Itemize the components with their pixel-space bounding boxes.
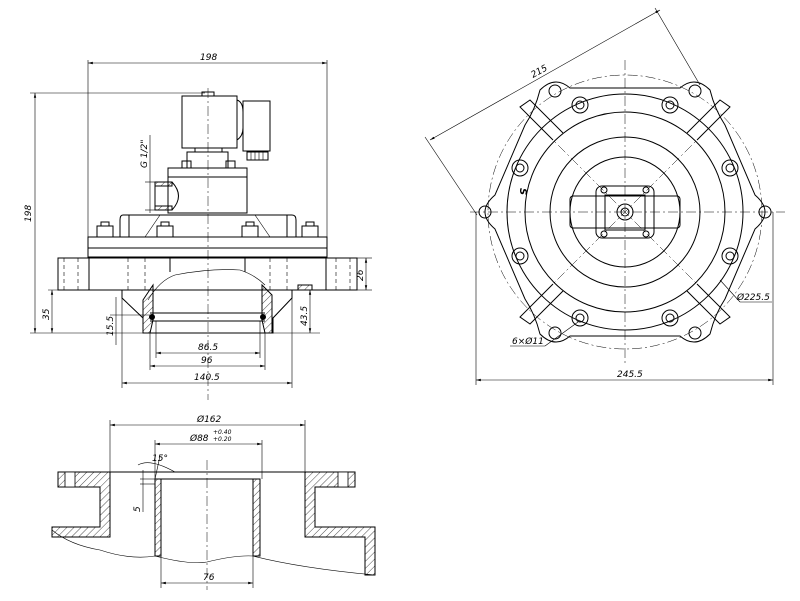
dim-inner: 86.5 <box>198 343 218 353</box>
dim-circle: Ø225.5 <box>736 292 770 303</box>
dim-thread: G 1/2" <box>140 140 150 168</box>
valve-body <box>167 167 248 214</box>
top-view: S 215 Ø225.5 6×Ø11 245.5 <box>424 7 785 385</box>
dim-pipe-inner: 76 <box>203 573 215 583</box>
dim-chamfer: 5 <box>133 506 143 512</box>
dim-groove: 15.5 <box>106 316 116 336</box>
dim-width: 198 <box>200 53 217 63</box>
dim-flange-thickness: 26 <box>356 269 366 281</box>
section-view: Ø162 Ø88 +0.40 +0.20 15° 5 76 <box>51 414 376 590</box>
dim-overall: 245.5 <box>617 370 643 380</box>
dim-base: 140.5 <box>194 373 220 383</box>
tol-upper: +0.40 <box>213 429 232 436</box>
tol-lower: +0.20 <box>213 436 232 443</box>
dim-holes: 6×Ø11 <box>512 336 544 347</box>
solenoid-coil <box>181 95 238 149</box>
front-view: 198 198 G 1/2" 26 35 15.5 43.5 86.5 96 1… <box>24 53 372 400</box>
dim-outer: Ø162 <box>196 414 222 425</box>
bolts <box>96 221 319 238</box>
dim-bore: Ø88 <box>189 433 209 444</box>
logo: S <box>517 188 528 195</box>
connector <box>242 100 271 152</box>
dim-outlet-height: 35 <box>42 308 52 320</box>
dim-height: 198 <box>24 205 34 222</box>
dim-pipe: 96 <box>201 356 213 366</box>
plate <box>87 236 328 258</box>
dim-body-height: 43.5 <box>300 306 310 326</box>
valve-top <box>595 185 655 239</box>
flange <box>57 257 358 291</box>
flange-outline <box>484 81 766 343</box>
dim-angle: 15° <box>152 454 168 464</box>
